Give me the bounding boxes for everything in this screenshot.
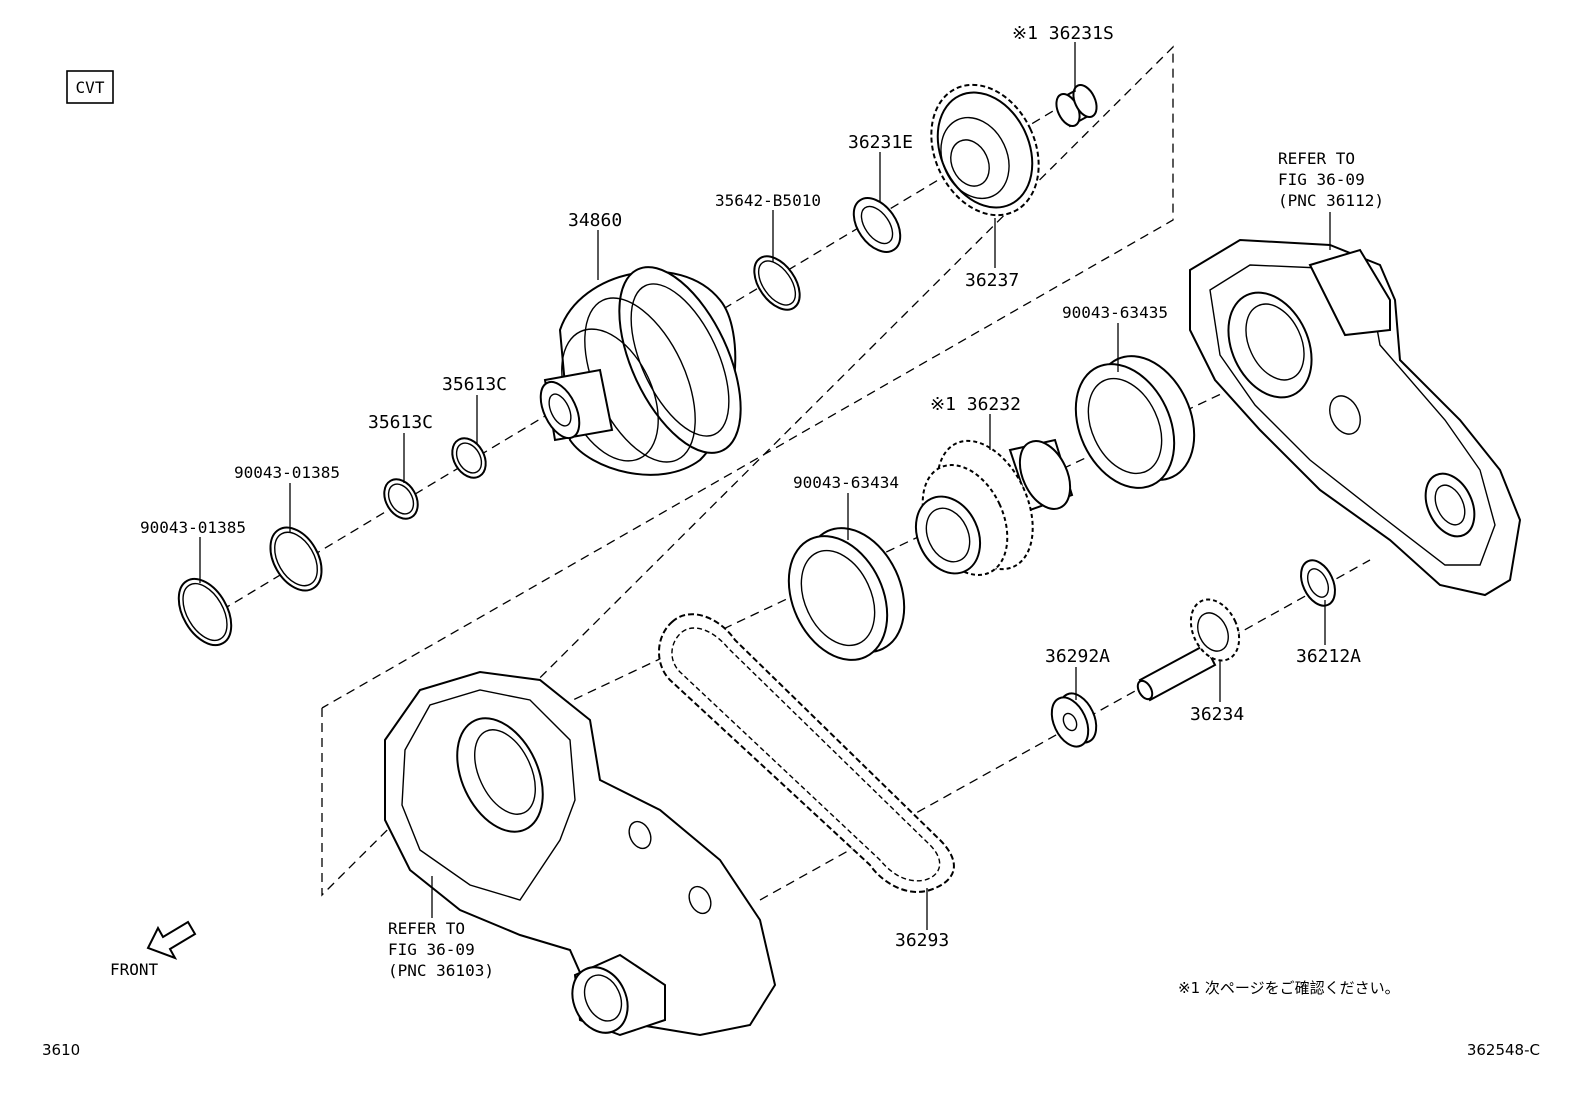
label-36232: ※1 36232 bbox=[930, 394, 1021, 415]
label-36234: 36234 bbox=[1190, 704, 1244, 725]
refer-bottom-line3: (PNC 36103) bbox=[388, 961, 494, 980]
ring-35613C-b bbox=[451, 437, 487, 479]
figure-code: 362548-C bbox=[1467, 1041, 1540, 1059]
refer-top-line3: (PNC 36112) bbox=[1278, 191, 1384, 210]
drum-34860 bbox=[539, 266, 742, 476]
label-90043-01385-b: 90043-01385 bbox=[234, 463, 340, 482]
bearing-90043-63435 bbox=[1074, 355, 1196, 489]
assembly-boundary bbox=[321, 45, 1174, 897]
refer-note-bottom: REFER TO FIG 36-09 (PNC 36103) bbox=[388, 919, 494, 980]
front-arrow-icon bbox=[146, 920, 197, 960]
ring-35613C-a bbox=[383, 478, 419, 520]
ring-90043-01385-a bbox=[177, 577, 233, 647]
gear-36237 bbox=[930, 83, 1040, 217]
washer-36231E bbox=[852, 197, 902, 253]
ring-90043-01385-b bbox=[269, 526, 323, 592]
label-90043-63435: 90043-63435 bbox=[1062, 303, 1168, 322]
sprocket-36232 bbox=[914, 438, 1074, 576]
ring-35642-B5010 bbox=[753, 255, 801, 311]
refer-top-line1: REFER TO bbox=[1278, 149, 1355, 168]
label-90043-63434: 90043-63434 bbox=[793, 473, 899, 492]
label-36292A: 36292A bbox=[1045, 646, 1110, 667]
label-90043-01385-a: 90043-01385 bbox=[140, 518, 246, 537]
cvt-badge-text: CVT bbox=[76, 78, 105, 97]
label-35642-B5010: 35642-B5010 bbox=[715, 191, 821, 210]
page-number: 3610 bbox=[42, 1041, 80, 1059]
label-36212A: 36212A bbox=[1296, 646, 1361, 667]
refer-note-top: REFER TO FIG 36-09 (PNC 36112) bbox=[1278, 149, 1384, 210]
rear-case bbox=[1189, 238, 1522, 597]
refer-bottom-line1: REFER TO bbox=[388, 919, 465, 938]
label-35613C-b: 35613C bbox=[442, 374, 507, 395]
front-case bbox=[384, 670, 777, 1037]
bearing-36292A bbox=[1050, 692, 1098, 748]
bearing-36212A bbox=[1300, 559, 1336, 607]
front-label: FRONT bbox=[110, 960, 159, 979]
label-36293: 36293 bbox=[895, 930, 949, 951]
shaft-36234 bbox=[1136, 598, 1241, 702]
leader-lines bbox=[199, 42, 1331, 930]
footnote: ※1 次ページをご確認ください。 bbox=[1178, 979, 1400, 997]
label-34860: 34860 bbox=[568, 210, 622, 231]
needle-bearing-36231S bbox=[1055, 84, 1098, 128]
chain-36293 bbox=[658, 613, 955, 893]
label-36237: 36237 bbox=[965, 270, 1019, 291]
label-36231S: ※1 36231S bbox=[1012, 23, 1114, 44]
label-35613C-a: 35613C bbox=[368, 412, 433, 433]
label-36231E: 36231E bbox=[848, 132, 913, 153]
bearing-90043-63434 bbox=[787, 527, 906, 661]
refer-top-line2: FIG 36-09 bbox=[1278, 170, 1365, 189]
refer-bottom-line2: FIG 36-09 bbox=[388, 940, 475, 959]
cvt-badge: CVT bbox=[66, 70, 114, 104]
